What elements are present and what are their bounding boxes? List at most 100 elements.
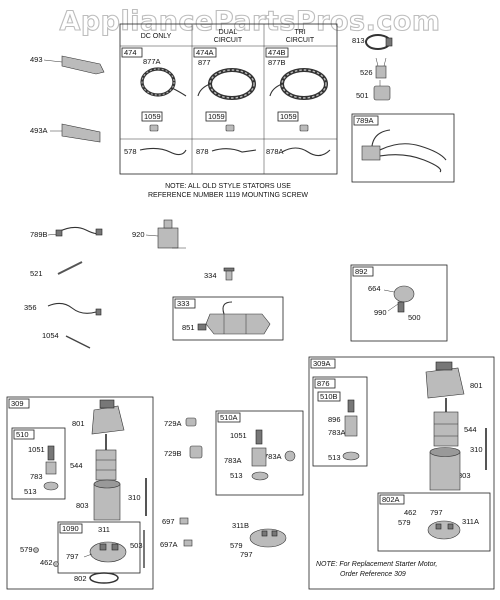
col-header-tri-line2: CIRCUIT	[286, 37, 315, 44]
part-356	[47, 302, 102, 316]
label-513-b: 513	[230, 471, 243, 480]
label-544: 544	[70, 461, 83, 470]
label-1054: 1054	[42, 331, 59, 340]
label-510A: 510A	[220, 413, 238, 422]
part-333-ignition	[197, 301, 271, 335]
label-789A: 789A	[356, 116, 374, 125]
label-503: 503	[130, 541, 143, 550]
box-510-frame	[11, 427, 66, 500]
part-1090-brushplate	[83, 541, 127, 563]
label-1059-c: 1059	[280, 112, 297, 121]
label-801: 801	[72, 419, 85, 428]
label-851: 851	[182, 323, 195, 332]
stator-877B	[269, 68, 328, 100]
label-892: 892	[355, 267, 368, 276]
label-356: 356	[24, 303, 37, 312]
stator-877A	[140, 67, 187, 97]
part-920	[145, 219, 186, 249]
label-579: 579	[20, 545, 33, 554]
part-311B-brushplate	[249, 528, 287, 548]
label-311B: 311B	[232, 521, 249, 530]
part-510A-drive	[251, 429, 296, 481]
box-474B	[265, 47, 289, 58]
note-bottom-line1: NOTE: For Replacement Starter Motor,	[316, 561, 437, 568]
box-333-frame	[172, 296, 284, 341]
label-513-c: 513	[328, 453, 341, 462]
label-501: 501	[356, 91, 369, 100]
screw-1059-b	[225, 124, 235, 132]
label-311: 311	[98, 525, 110, 534]
label-802A: 802A	[382, 495, 400, 504]
part-803A	[429, 447, 461, 491]
stator-877	[197, 68, 256, 100]
label-578: 578	[124, 147, 137, 156]
label-474: 474	[124, 48, 137, 57]
label-896: 896	[328, 415, 341, 424]
label-1059-b: 1059	[208, 112, 225, 121]
part-801	[91, 399, 125, 435]
note-top-line2: REFERENCE NUMBER 1119 MOUNTING SCREW	[148, 192, 308, 199]
box-1059-b	[205, 111, 227, 122]
label-797-b: 797	[240, 550, 253, 559]
label-474B: 474B	[268, 48, 286, 57]
box-309	[8, 398, 30, 409]
label-1051-b: 1051	[230, 431, 247, 440]
label-813: 813	[352, 36, 365, 45]
label-333: 333	[177, 299, 190, 308]
part-510-drive	[43, 445, 59, 491]
label-664: 664	[368, 284, 381, 293]
box-474A	[193, 47, 217, 58]
label-876: 876	[317, 379, 330, 388]
box-892	[352, 266, 374, 277]
part-521	[57, 261, 83, 275]
part-501	[373, 80, 391, 101]
part-579-462	[33, 547, 59, 567]
part-334	[223, 267, 235, 281]
label-513: 513	[24, 487, 37, 496]
part-526	[375, 57, 387, 79]
stator-table: DC ONLY DUAL CIRCUIT TRI CIRCUIT 474 877…	[119, 23, 338, 175]
label-510: 510	[16, 430, 29, 439]
box-333	[174, 298, 196, 309]
box-802A	[379, 494, 405, 505]
part-544A	[433, 398, 459, 447]
part-729B	[189, 445, 203, 459]
part-892-switch	[383, 285, 415, 313]
box-789A	[353, 115, 379, 126]
label-493A: 493A	[30, 126, 48, 135]
label-797: 797	[66, 552, 79, 561]
box-309-frame	[6, 396, 154, 590]
box-309A-frame	[308, 356, 495, 590]
note-bottom-line2: Order Reference 309	[340, 571, 406, 578]
label-878: 878	[196, 147, 209, 156]
label-797-c: 797	[430, 508, 443, 517]
part-493A	[50, 123, 101, 143]
box-802A-frame	[377, 492, 491, 552]
label-309A: 309A	[313, 359, 331, 368]
part-510B-drive	[342, 399, 360, 461]
col-header-dual-line1: DUAL	[219, 29, 238, 36]
label-462: 462	[40, 558, 53, 567]
label-783A-a: 783A	[224, 456, 242, 465]
label-877: 877	[198, 58, 211, 67]
label-801-b: 801	[470, 381, 483, 390]
label-474A: 474A	[196, 48, 214, 57]
box-1059-c	[277, 111, 299, 122]
label-310-b: 310	[470, 445, 483, 454]
box-876	[314, 378, 336, 389]
label-1059-a: 1059	[144, 112, 161, 121]
label-697A: 697A	[160, 540, 178, 549]
part-789A-harness	[361, 129, 447, 173]
watermark-text: AppliancePartsPros.com	[59, 6, 440, 37]
label-878A: 878A	[266, 147, 284, 156]
col-header-tri-line1: TRI	[294, 29, 305, 36]
label-1051: 1051	[28, 445, 45, 454]
box-510A	[217, 412, 241, 423]
box-309A	[310, 358, 336, 369]
label-1090: 1090	[62, 524, 79, 533]
part-697	[179, 517, 189, 525]
label-526: 526	[360, 68, 373, 77]
label-579-c: 579	[398, 518, 411, 527]
